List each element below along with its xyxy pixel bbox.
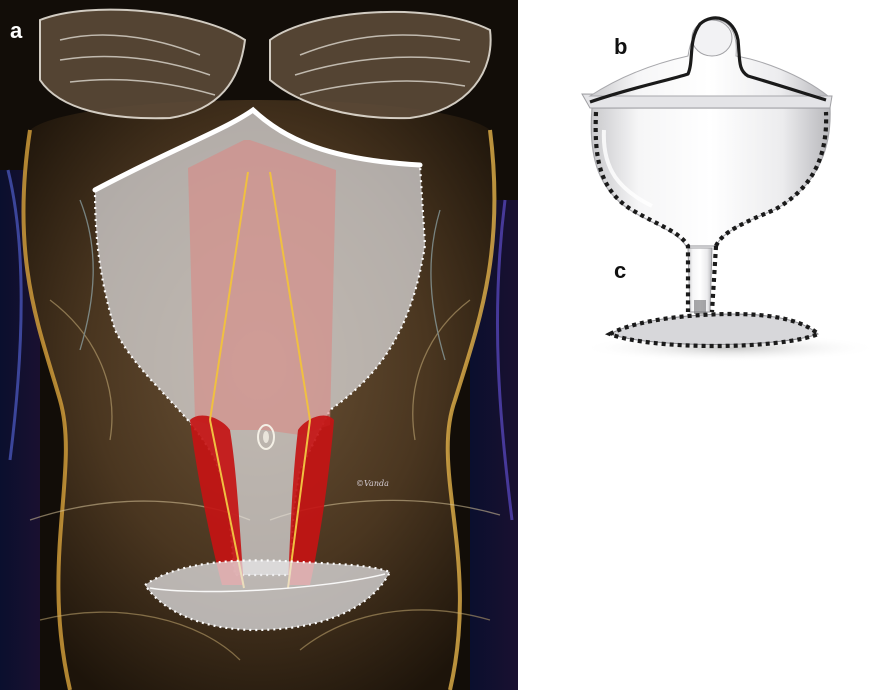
panel-label-c: c <box>614 260 626 282</box>
stem-dark-core <box>694 300 706 314</box>
jar-bowl <box>591 108 830 246</box>
torso-illustration <box>0 0 518 690</box>
panel-a-image: a ©Vanda <box>0 0 518 690</box>
panel-label-a: a <box>10 20 22 42</box>
panel-label-b: b <box>614 36 627 58</box>
pink-muscle-region <box>188 140 336 435</box>
glass-jar-illustration <box>560 0 886 400</box>
watermark-text: ©Vanda <box>356 479 389 488</box>
panel-b-image <box>560 0 886 400</box>
